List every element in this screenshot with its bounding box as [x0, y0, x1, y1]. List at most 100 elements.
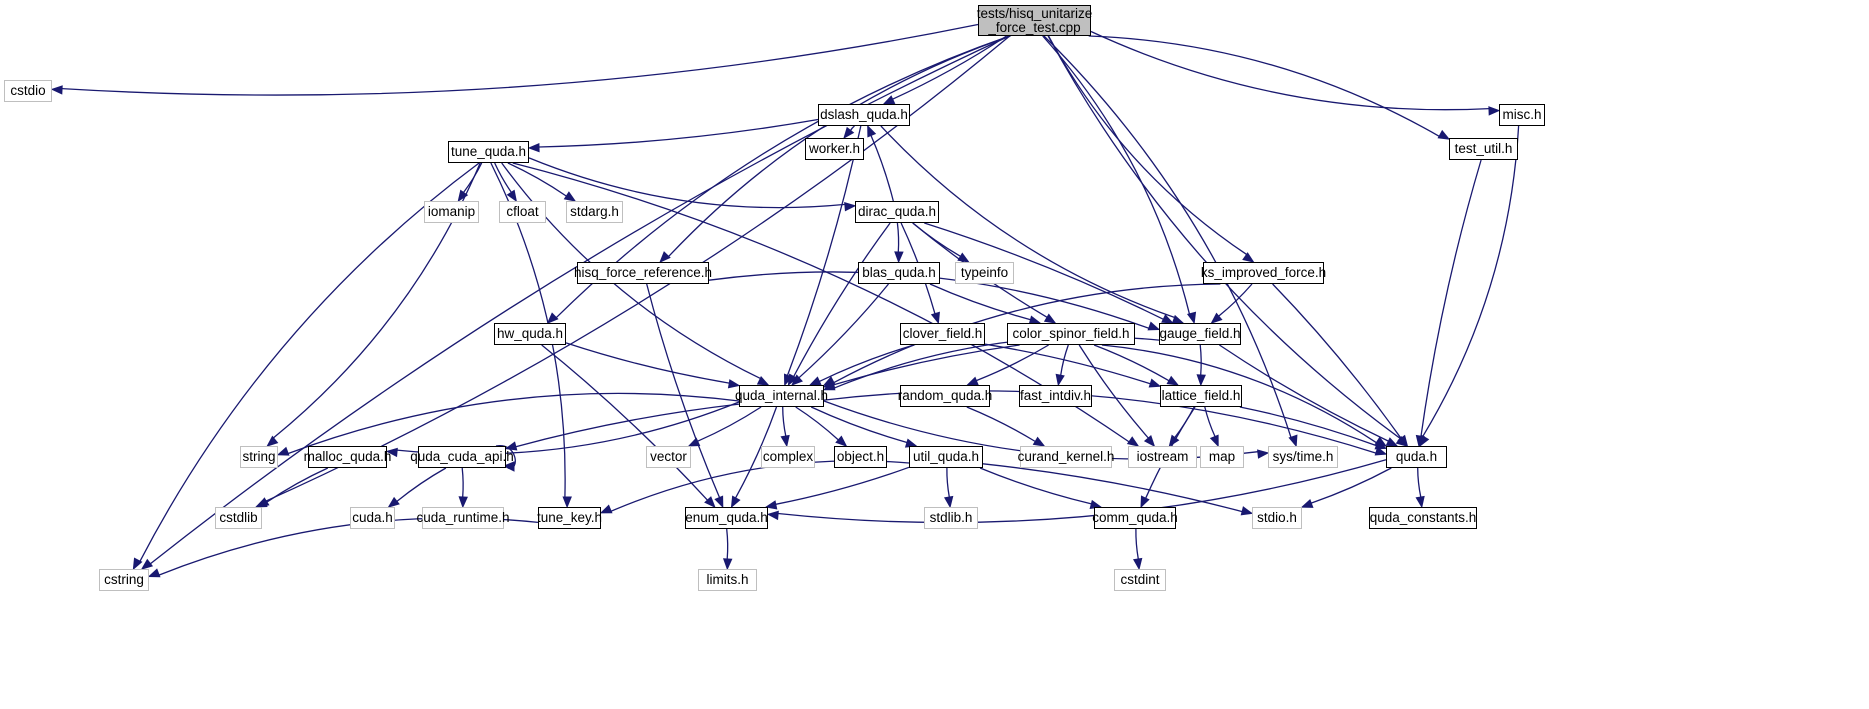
- node-iostream: iostream: [1128, 446, 1197, 468]
- node-vector: vector: [646, 446, 691, 468]
- node-quda[interactable]: quda.h: [1386, 446, 1447, 468]
- node-object[interactable]: object.h: [834, 446, 887, 468]
- node-tune-quda[interactable]: tune_quda.h: [448, 141, 529, 163]
- edge-root-to-ks_improved_force: [1048, 35, 1255, 263]
- node-cstring: cstring: [99, 569, 149, 591]
- edge-comm_quda-to-cstdint: [1133, 528, 1143, 571]
- node-limits: limits.h: [698, 569, 757, 591]
- node-iomanip: iomanip: [424, 201, 479, 223]
- node-clover-field[interactable]: clover_field.h: [900, 323, 985, 345]
- node-cstdint: cstdint: [1114, 569, 1166, 591]
- edge-misc-to-quda: [1419, 125, 1520, 448]
- edge-root-to-cstdio: [50, 23, 979, 96]
- edge-clover_field-to-quda_internal: [808, 344, 915, 386]
- edge-root-to-gauge_field: [1042, 35, 1197, 325]
- edge-ks_improved_force-to-gauge_field: [1210, 283, 1253, 324]
- edge-hw_quda-to-enum_quda: [541, 344, 716, 508]
- node-ks-improved-force[interactable]: ks_improved_force.h: [1201, 262, 1326, 284]
- edge-dirac_quda-to-quda_internal: [787, 222, 891, 387]
- node-stdlib: stdlib.h: [924, 507, 978, 529]
- node-worker[interactable]: worker.h: [805, 138, 864, 160]
- edge-gauge_field-to-lattice_field: [1196, 344, 1206, 387]
- node-util-quda[interactable]: util_quda.h: [909, 446, 983, 468]
- node-map: map: [1200, 446, 1244, 468]
- node-sys-time: sys/time.h: [1268, 446, 1338, 468]
- edge-lattice_field-to-map: [1204, 406, 1219, 448]
- edge-quda_cuda_api-to-cuda_runtime: [458, 467, 468, 509]
- edge-tune_quda-to-cfloat: [494, 162, 518, 203]
- edge-root-to-test_util: [1088, 35, 1451, 140]
- edge-lattice_field-to-quda: [1239, 406, 1388, 450]
- edge-gauge_field-to-quda: [1219, 344, 1399, 447]
- edge-color_spinor_field-to-quda: [1101, 344, 1388, 447]
- edge-quda-to-enum_quda: [766, 459, 1387, 524]
- edge-quda_internal-to-quda_cuda_api: [504, 403, 740, 451]
- edge-test_util-to-quda: [1415, 159, 1482, 448]
- edge-root-to-sys_time: [1043, 35, 1298, 448]
- node-blas-quda[interactable]: blas_quda.h: [858, 262, 940, 284]
- edge-lattice_field-to-iostream: [1168, 406, 1195, 448]
- node-malloc-quda[interactable]: malloc_quda.h: [304, 446, 391, 468]
- edge-tune_quda-to-stdarg: [507, 162, 577, 202]
- edge-quda_internal-to-object: [795, 406, 848, 447]
- node-complex: complex: [761, 446, 815, 468]
- edge-root-to-dslash_quda: [882, 35, 1007, 105]
- node-random-quda[interactable]: random_quda.h: [898, 385, 992, 407]
- edge-quda_cuda_api-to-cuda: [387, 467, 447, 508]
- edge-root-to-misc: [1090, 30, 1501, 116]
- node-dslash-quda[interactable]: dslash_quda.h: [818, 104, 910, 126]
- node-gauge-field[interactable]: gauge_field.h: [1159, 323, 1241, 345]
- node-cfloat: cfloat: [499, 201, 546, 223]
- edge-hw_quda-to-quda_internal: [565, 342, 741, 389]
- edge-root-to-cstring: [140, 35, 1010, 570]
- node-misc[interactable]: misc.h: [1499, 104, 1545, 126]
- edge-dslash_quda-to-quda_internal: [783, 125, 862, 387]
- edge-color_spinor_field-to-lattice_field: [1093, 344, 1180, 386]
- edge-util_quda-to-stdio: [982, 463, 1254, 516]
- edge-random_quda-to-curand_kernel: [966, 406, 1046, 447]
- node-dirac-quda[interactable]: dirac_quda.h: [855, 201, 939, 223]
- edge-util_quda-to-stdlib: [944, 467, 954, 509]
- node-string: string: [240, 446, 278, 468]
- edge-dslash_quda-to-worker: [843, 125, 855, 140]
- edge-quda_internal-to-enum_quda: [730, 406, 778, 509]
- edge-tune_quda-to-dirac_quda: [528, 157, 857, 212]
- edge-tune_quda-to-quda_internal: [501, 162, 770, 386]
- edge-quda_internal-to-vector: [687, 406, 762, 447]
- node-tune-key[interactable]: tune_key.h: [537, 507, 602, 529]
- edge-util_quda-to-tune_key: [599, 460, 910, 514]
- edge-quda-to-quda_constants: [1415, 467, 1425, 509]
- edge-color_spinor_field-to-fast_intdiv: [1055, 344, 1069, 387]
- node-enum-quda[interactable]: enum_quda.h: [685, 507, 768, 529]
- node-fast-intdiv[interactable]: fast_intdiv.h: [1019, 385, 1092, 407]
- node-root[interactable]: tests/hisq_unitarize _force_test.cpp: [976, 5, 1093, 36]
- edge-ks_improved_force-to-quda: [1272, 283, 1409, 448]
- node-cstdio: cstdio: [4, 80, 52, 102]
- node-cstdlib: cstdlib: [215, 507, 262, 529]
- edge-dslash_quda-to-tune_quda: [527, 118, 819, 153]
- node-typeinfo: typeinfo: [955, 262, 1014, 284]
- node-lattice-field[interactable]: lattice_field.h: [1160, 385, 1242, 407]
- node-stdio: stdio.h: [1252, 507, 1302, 529]
- edge-dirac_quda-to-gauge_field: [924, 222, 1174, 324]
- node-quda-constants[interactable]: quda_constants.h: [1369, 507, 1477, 529]
- edge-color_spinor_field-to-iostream: [1078, 344, 1156, 448]
- node-quda-cuda-api[interactable]: quda_cuda_api.h: [410, 446, 514, 468]
- edge-hisq_force_reference-to-enum_quda: [646, 283, 724, 509]
- node-comm-quda[interactable]: comm_quda.h: [1092, 507, 1178, 529]
- edge-quda_internal-to-util_quda: [810, 406, 918, 448]
- node-hw-quda[interactable]: hw_quda.h: [494, 323, 566, 345]
- node-quda-internal[interactable]: quda_internal.h: [735, 385, 828, 407]
- node-color-spinor-field[interactable]: color_spinor_field.h: [1007, 323, 1135, 345]
- edge-quda_internal-to-string: [276, 392, 740, 456]
- node-curand-kernel: curand_kernel.h: [1018, 446, 1114, 468]
- node-hisq-force-reference[interactable]: hisq_force_reference.h: [574, 262, 712, 284]
- node-test-util[interactable]: test_util.h: [1449, 138, 1518, 160]
- edge-quda_cuda_api-to-quda_cuda_api: [495, 445, 516, 472]
- edge-dirac_quda-to-blas_quda: [894, 222, 904, 264]
- edge-malloc_quda-to-cstdlib: [257, 467, 329, 508]
- edge-quda_internal-to-complex: [780, 406, 790, 448]
- edge-util_quda-to-enum_quda: [764, 466, 910, 510]
- edge-blas_quda-to-color_spinor_field: [929, 283, 1042, 325]
